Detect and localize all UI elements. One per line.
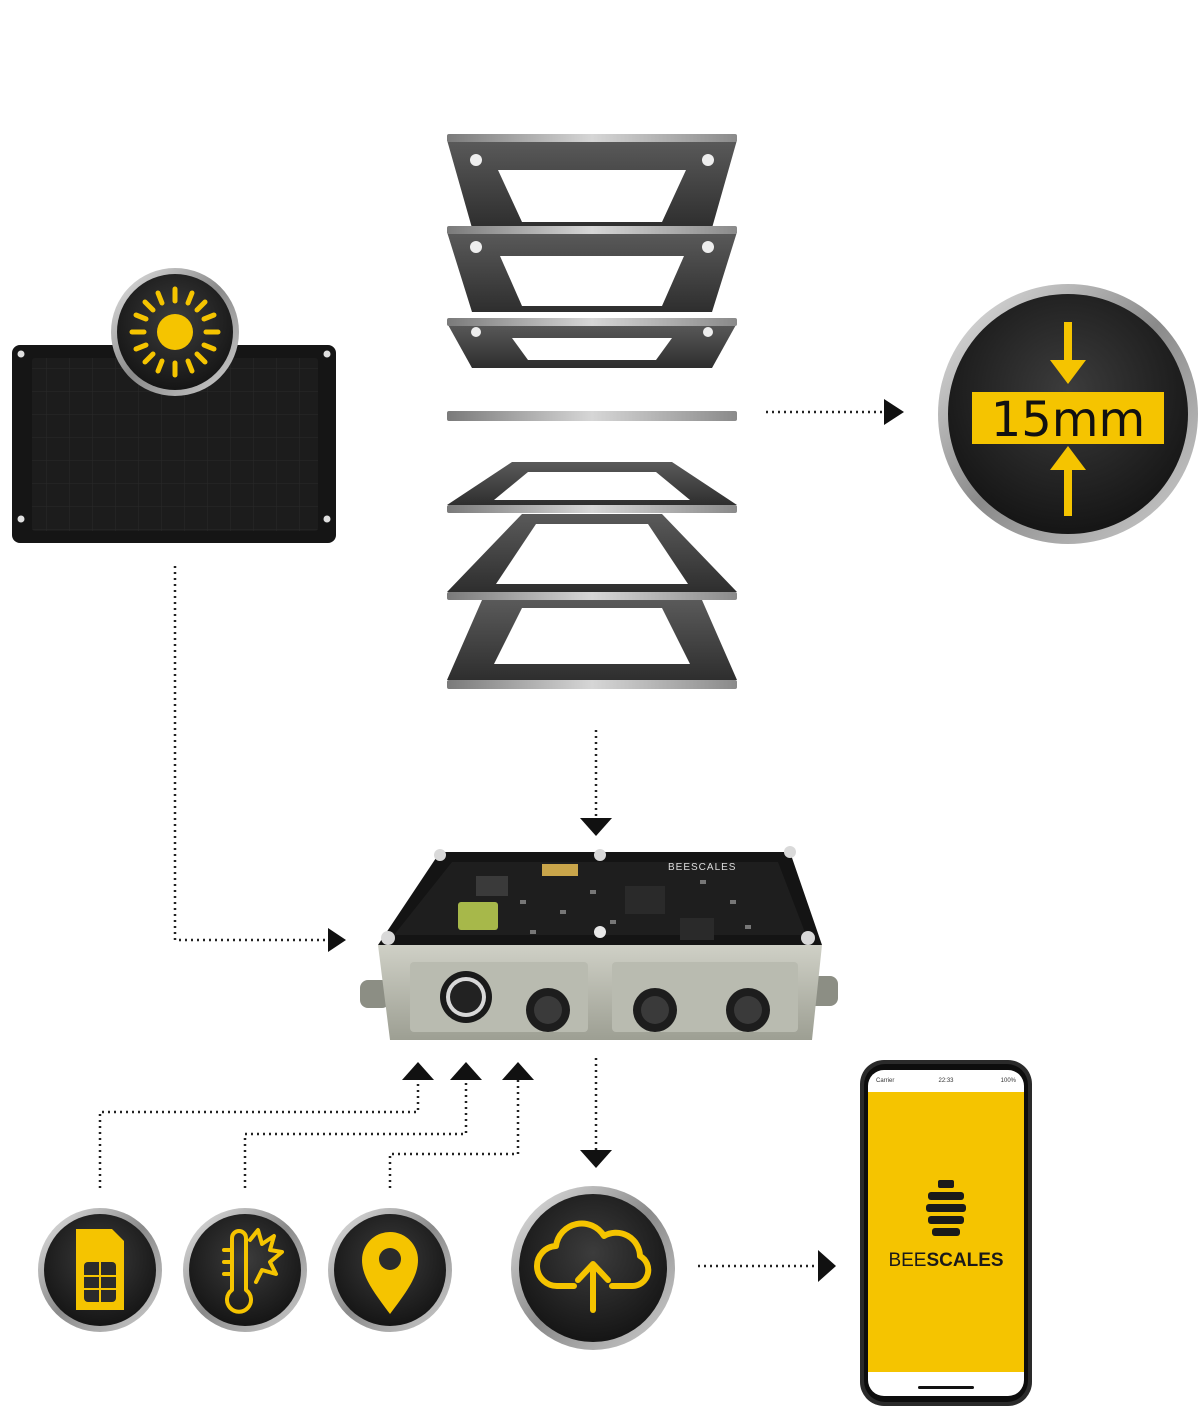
home-indicator: [918, 1386, 974, 1389]
thickness-badge: 15mm: [938, 284, 1198, 544]
sim-card-badge: [38, 1208, 162, 1332]
scale-frame-sixth: [447, 514, 737, 600]
smartphone: Carrier 22:33 100% BEESCALES: [860, 1060, 1032, 1406]
thickness-label-bg: [972, 392, 1164, 444]
arrowhead-up-temp: [450, 1062, 482, 1080]
phone-app-brand: BEESCALES: [888, 1250, 1003, 1271]
electronics-box: BEESCALES: [360, 846, 838, 1040]
sim-card-icon: [76, 1229, 124, 1310]
scale-frame-bottom: [447, 600, 737, 689]
arrow-heads: [328, 399, 904, 1282]
board-brand-label: BEESCALES: [668, 862, 736, 873]
scale-frame-second: [447, 226, 737, 312]
connector-port-2: [633, 988, 677, 1032]
scale-frame-top: [447, 134, 737, 228]
solar-panel: [12, 345, 336, 543]
temperature-badge: [183, 1208, 307, 1332]
scale-layer-stack: [447, 134, 737, 689]
arrowhead-up-sim: [402, 1062, 434, 1080]
sun-badge: [111, 268, 239, 396]
arrowhead-right-phone: [818, 1250, 836, 1282]
sim-to-box-line: [98, 1080, 420, 1188]
scale-frame-third: [447, 318, 737, 368]
brand-light: BEE: [888, 1250, 926, 1271]
scale-plate-flat: [447, 411, 737, 421]
scale-frame-fifth: [447, 462, 737, 513]
thickness-arrows-icon: [1050, 322, 1086, 516]
thickness-label: 15mm: [991, 392, 1146, 448]
connector-port-3: [726, 988, 770, 1032]
phone-status-time: 22:33: [938, 1078, 954, 1084]
cloud-upload-icon: [533, 1220, 652, 1313]
location-to-box-line: [388, 1080, 520, 1188]
location-badge: [328, 1208, 452, 1332]
temperature-icon: [222, 1228, 284, 1314]
connector-lines: [98, 410, 882, 1268]
arrowhead-right-box: [328, 928, 346, 952]
beescales-logo-icon: [926, 1180, 966, 1236]
connector-port-1: [526, 988, 570, 1032]
solar-to-box-line: [173, 566, 328, 942]
cloud-badge: [511, 1186, 675, 1350]
sun-icon: [129, 286, 221, 378]
brand-bold: SCALES: [926, 1250, 1003, 1271]
arrowhead-down-box: [580, 818, 612, 836]
phone-status-carrier: Carrier: [876, 1078, 894, 1084]
arrowhead-right-thickness: [884, 399, 904, 425]
arrowhead-up-location: [502, 1062, 534, 1080]
power-button-connector: [440, 971, 492, 1023]
arrowhead-down-cloud: [580, 1150, 612, 1168]
module-chip: [458, 902, 498, 930]
phone-status-battery: 100%: [1001, 1078, 1017, 1084]
temp-to-box-line: [243, 1080, 468, 1188]
location-pin-icon: [362, 1232, 418, 1314]
